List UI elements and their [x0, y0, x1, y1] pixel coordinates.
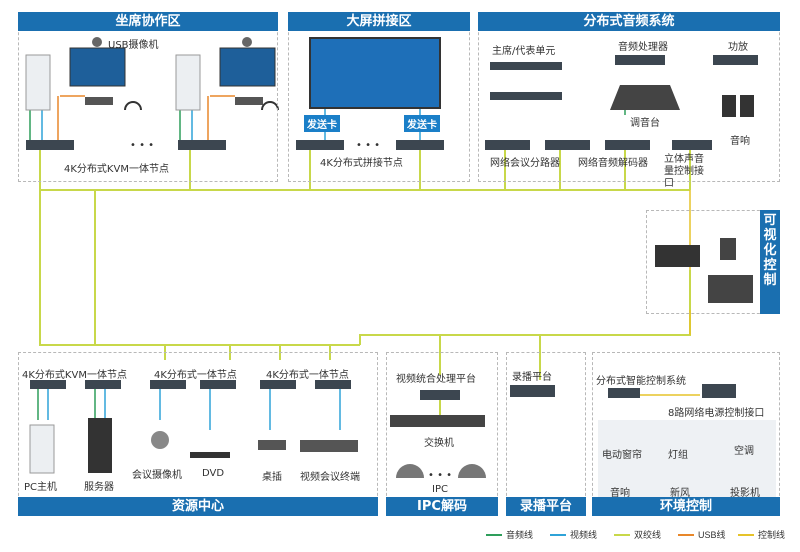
splice-node-label: 4K分布式拼接节点	[320, 158, 403, 169]
audio-decoder-label: 网络音频解码器	[578, 158, 648, 169]
power-ctrl-label: 8路网络电源控制接口	[668, 408, 765, 419]
legend-twisted-label: 双绞线	[634, 530, 662, 540]
pc-host-label: PC主机	[24, 482, 58, 493]
usb-camera-label: USB摄像机	[108, 40, 159, 51]
ipc-label: IPC	[432, 484, 448, 495]
legend-control-line	[738, 534, 754, 536]
kvm-node-top-label: 4K分布式KVM一体节点	[64, 164, 169, 175]
curtain-label: 电动窗帘	[602, 450, 642, 461]
speaker-label: 音响	[730, 136, 750, 147]
dots-screen: • • •	[356, 140, 381, 151]
send-card-2: 发送卡	[404, 115, 440, 132]
legend-video-label: 视频线	[570, 530, 598, 540]
zone-audio-title: 分布式音频系统	[478, 12, 780, 31]
conf-splitter-label: 网络会议分路器	[490, 158, 560, 169]
server-label: 服务器	[84, 482, 114, 493]
node-2-label: 4K分布式一体节点	[154, 370, 237, 381]
legend-control-label: 控制线	[758, 530, 786, 540]
kvm-node-res-label: 4K分布式KVM一体节点	[22, 370, 127, 381]
stereo-ctrl-label: 立体声音量控制接口	[664, 154, 704, 189]
vc-terminal-label: 视频会议终端	[300, 472, 360, 483]
desk-plug-label: 桌插	[262, 472, 282, 483]
node-3-label: 4K分布式一体节点	[266, 370, 349, 381]
zone-resource-title: 资源中心	[18, 497, 378, 516]
legend-audio-line	[486, 534, 502, 536]
zone-screen-title: 大屏拼接区	[288, 12, 470, 31]
dvd-label: DVD	[202, 468, 225, 479]
record-platform-label: 录播平台	[512, 372, 552, 383]
conf-camera-label: 会议摄像机	[132, 470, 182, 481]
zone-ipc-title: IPC解码	[386, 497, 498, 516]
zone-env-title: 环境控制	[592, 497, 780, 516]
mixer-label: 调音台	[630, 118, 660, 129]
env-speaker-label: 音响	[610, 488, 630, 499]
projector-label: 投影机	[730, 488, 760, 499]
legend-usb-label: USB线	[698, 530, 726, 540]
zone-record-title: 录播平台	[506, 497, 586, 516]
dots-ipc: • • •	[428, 470, 453, 481]
send-card-1: 发送卡	[304, 115, 340, 132]
ac-label: 空调	[734, 446, 754, 457]
legend-audio-label: 音频线	[506, 530, 534, 540]
audio-processor-label: 音频处理器	[618, 42, 668, 53]
smart-ctrl-label: 分布式智能控制系统	[596, 376, 686, 387]
legend-twisted-line	[614, 534, 630, 536]
lights-label: 灯组	[668, 450, 688, 461]
amplifier-label: 功放	[728, 42, 748, 53]
chair-unit-label: 主席/代表单元	[492, 46, 556, 57]
dots-seat: • • •	[130, 140, 155, 151]
legend-video-line	[550, 534, 566, 536]
switch-label: 交换机	[424, 438, 454, 449]
legend-usb-line	[678, 534, 694, 536]
video-platform-label: 视频统合处理平台	[396, 374, 476, 385]
zone-seat-title: 坐席协作区	[18, 12, 278, 31]
zone-visual-title: 可视化控制	[760, 210, 780, 314]
fresh-air-label: 新风	[670, 488, 690, 499]
legend: 音频线 视频线 双绞线 USB线 控制线	[486, 528, 796, 542]
